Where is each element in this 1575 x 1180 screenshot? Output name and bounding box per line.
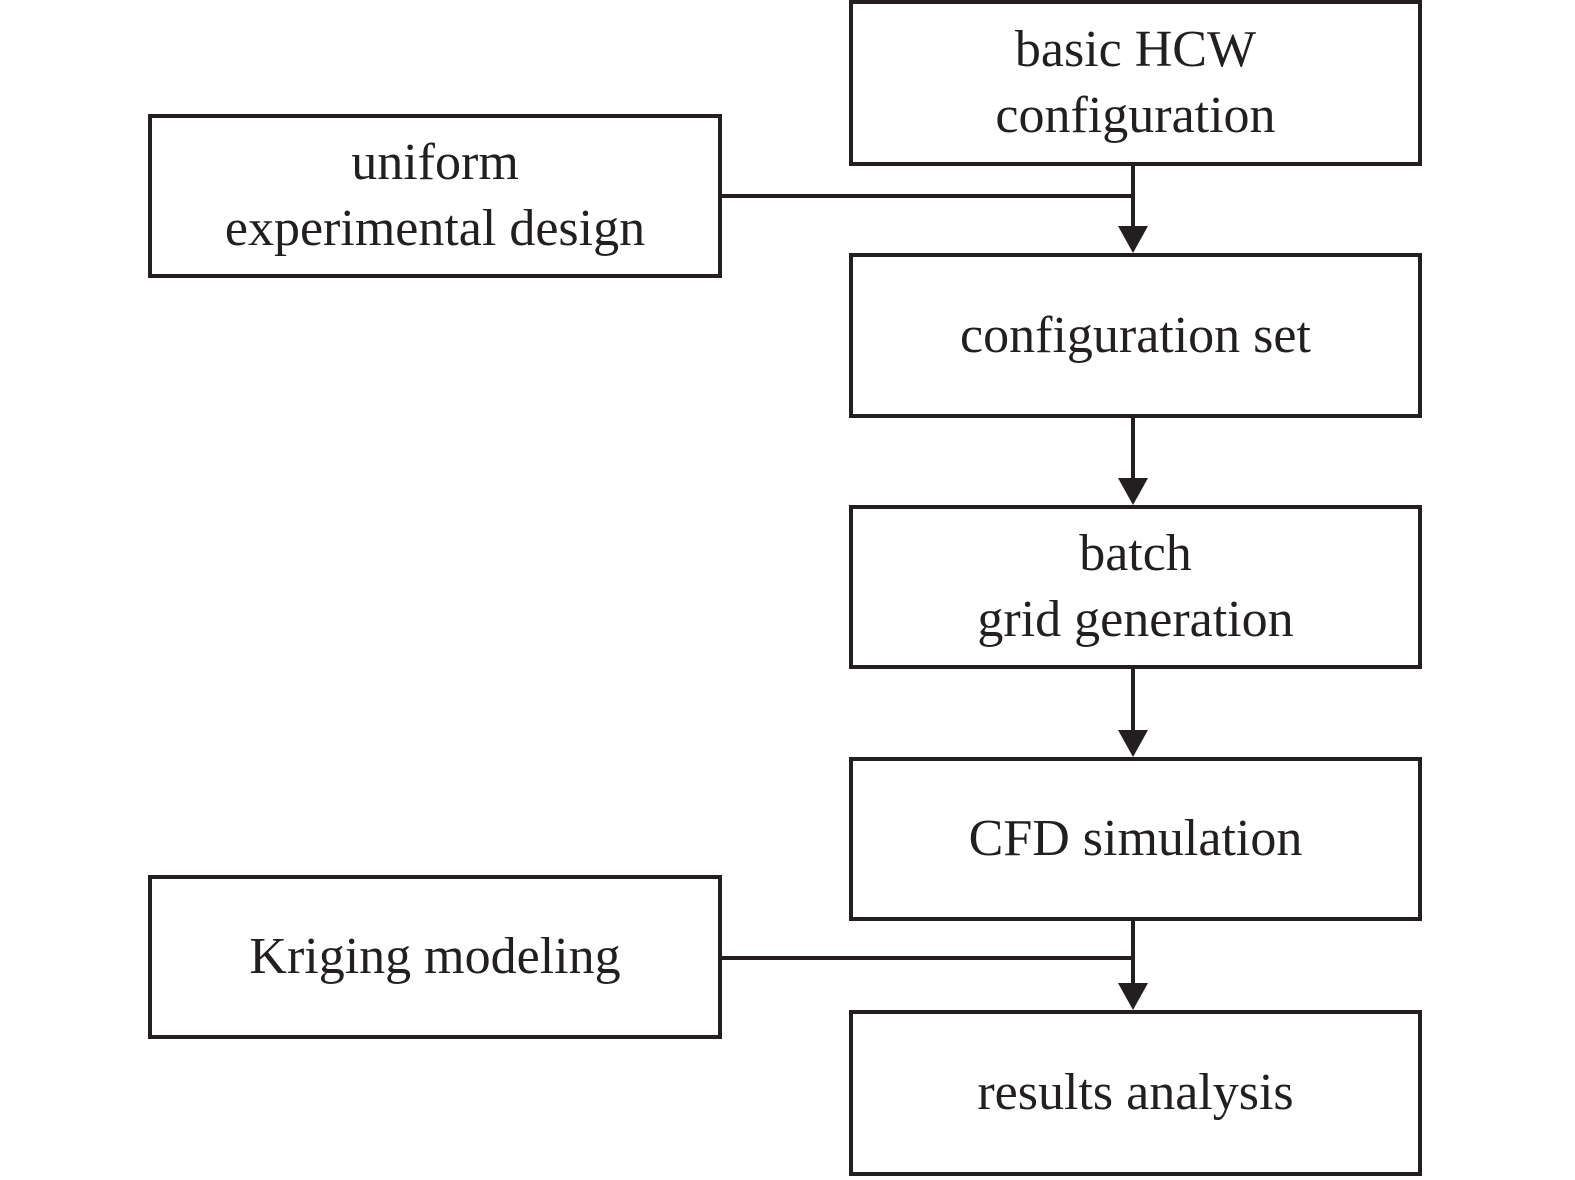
node-label-line: grid generation [977,591,1294,648]
node-label-line: basic HCW [1014,21,1257,78]
arrowhead-results [1118,983,1148,1010]
node-label-line: results analysis [977,1064,1294,1121]
node-kriging-modeling: Kriging modeling [148,875,722,1039]
node-batch-grid-generation: batch grid generation [849,505,1422,669]
node-label-line: batch [1079,525,1192,582]
arrowhead-configset [1118,226,1148,253]
node-uniform-experimental-design: uniform experimental design [148,114,722,278]
node-label-line: experimental design [224,200,646,257]
node-label-line: Kriging modeling [249,928,621,985]
node-basic-hcw-configuration: basic HCW configuration [849,0,1422,166]
arrowhead-cfd [1118,730,1148,757]
node-label-line: uniform [351,134,519,191]
node-configuration-set: configuration set [849,253,1422,418]
node-label-line: CFD simulation [968,810,1303,867]
node-cfd-simulation: CFD simulation [849,757,1422,921]
node-label-line: configuration [995,87,1276,144]
node-results-analysis: results analysis [849,1010,1422,1176]
node-label-line: configuration set [960,306,1311,364]
arrowhead-grid [1118,478,1148,505]
